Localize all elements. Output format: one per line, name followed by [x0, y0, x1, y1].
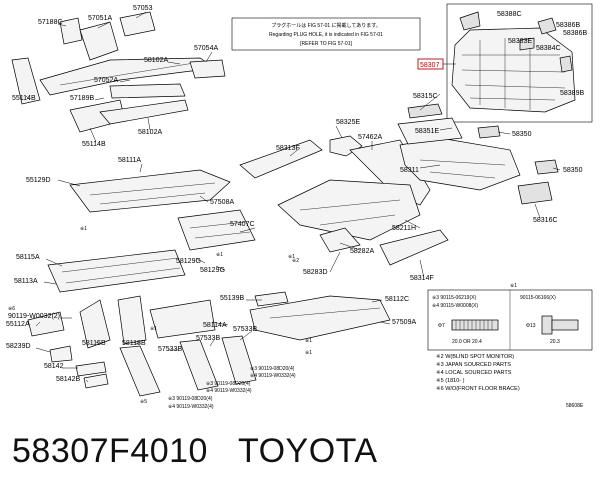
front-floor-pan-group — [27, 169, 391, 397]
label-58389B[interactable]: 58389B — [560, 90, 584, 97]
label-57407C[interactable]: 57407C — [230, 221, 255, 228]
marker-c: ※1 — [288, 254, 295, 260]
label-57509A[interactable]: 57509A — [392, 319, 416, 326]
label-57051A[interactable]: 57051A — [88, 15, 112, 22]
spec-col1: ※3 90115-06219(X) — [432, 295, 476, 301]
part-title: 58307F4010 TOYOTA — [12, 432, 378, 482]
label-58115B[interactable]: 58115B — [82, 340, 106, 347]
marker-h: ※1 — [305, 350, 312, 356]
label-58115A[interactable]: 58115A — [16, 254, 40, 261]
label-57052A[interactable]: 57052A — [94, 77, 118, 84]
label-55114B-b[interactable]: 55114B — [82, 141, 106, 148]
label-58386B-a[interactable]: 58386B — [556, 22, 580, 29]
note-2: ※3 JAPAN SOURCED PARTS — [436, 361, 511, 368]
label-58129G-a[interactable]: 58129G — [176, 258, 201, 265]
marker-i: ※1 — [510, 283, 517, 289]
spec-dim1-a: Φ7 — [438, 323, 445, 329]
note-1: ※2 W(BLIND SPOT MONITOR) — [436, 353, 514, 360]
label-58316C[interactable]: 58316C — [533, 217, 558, 224]
label-58384C[interactable]: 58384C — [536, 45, 561, 52]
label-58313F[interactable]: 58313F — [276, 145, 300, 152]
spec-col2: 90115-06166(X) — [520, 295, 556, 301]
label-57533B-c[interactable]: 57533B — [158, 346, 182, 353]
label-58311[interactable]: 58311 — [400, 167, 419, 174]
label-57189B[interactable]: 57189B — [70, 95, 94, 102]
bolt-callout-c1[interactable]: ※3 90119-08D20(4) — [168, 396, 213, 402]
label-57054A[interactable]: 57054A — [194, 45, 218, 52]
marker-j: ※2 — [292, 258, 299, 264]
label-58350-a[interactable]: 58350 — [512, 131, 532, 138]
bolt-callout-a2[interactable]: ※4 90119-W0332(4) — [250, 373, 296, 379]
notice-line3: [REFER TO FIG 57-01] — [300, 41, 352, 47]
label-58211H[interactable]: 58211H — [392, 225, 416, 232]
notice-box: プラグホールは FIG 57-01 に掲載してあります。 Regarding P… — [231, 17, 421, 51]
rear-panel-inset — [446, 3, 593, 123]
bolt-callout-b1[interactable]: ※3 90119-08D20(4) — [206, 381, 251, 387]
label-58102A-a[interactable]: 58102A — [144, 57, 168, 64]
spec-box: ※3 90115-06219(X) ※4 90115-W0008(X) 9011… — [427, 289, 593, 351]
label-58118B[interactable]: 58118B — [122, 340, 146, 347]
label-58383E[interactable]: 58383E — [508, 38, 532, 45]
label-58102A-b[interactable]: 58102A — [138, 129, 162, 136]
label-58112C[interactable]: 58112C — [385, 296, 409, 303]
label-58129G-b[interactable]: 58129G — [200, 267, 225, 274]
bolt-callout-c2[interactable]: ※4 90119-W0332(4) — [168, 404, 214, 410]
parts-diagram: プラグホールは FIG 57-01 に掲載してあります。 Regarding P… — [6, 3, 593, 410]
spec-dim2-b: 20.3 — [550, 339, 560, 345]
label-58325E[interactable]: 58325E — [336, 119, 360, 126]
label-55129D[interactable]: 55129D — [26, 177, 51, 184]
note-3: ※4 LOCAL SOURCED PARTS — [436, 369, 512, 376]
label-58114A[interactable]: 58114A — [203, 322, 227, 329]
marker-d: ※1 — [150, 326, 157, 332]
notice-line1: プラグホールは FIG 57-01 に掲載してあります。 — [271, 22, 381, 29]
label-58142B[interactable]: 58142B — [56, 376, 80, 383]
front-crossmember-group — [11, 11, 226, 133]
note-4: ※5 (1810- ) — [436, 377, 465, 384]
bolt-callout-a1[interactable]: ※3 90119-08D20(4) — [250, 366, 295, 372]
label-58388C[interactable]: 58388C — [497, 11, 522, 18]
label-55112A[interactable]: 55112A — [6, 321, 30, 328]
highlight-58307[interactable]: 58307 — [417, 58, 456, 70]
footnotes: ※2 W(BLIND SPOT MONITOR) ※3 JAPAN SOURCE… — [436, 353, 520, 392]
label-58142[interactable]: 58142 — [44, 363, 64, 370]
label-90119-W0032[interactable]: 90119-W0032(2) — [8, 313, 60, 320]
marker-b: ※1 — [216, 252, 223, 258]
label-58315C[interactable]: 58315C — [413, 93, 438, 100]
figure-code: 58608E — [566, 403, 584, 409]
label-58350-b[interactable]: 58350 — [563, 167, 583, 174]
part-number: 58307F4010 — [12, 432, 208, 470]
label-58111A[interactable]: 58111A — [118, 157, 141, 164]
diagram-svg: プラグホールは FIG 57-01 に掲載してあります。 Regarding P… — [6, 3, 593, 410]
leader-lines — [25, 11, 561, 383]
marker-a: ※1 — [80, 226, 87, 232]
label-55114B-a[interactable]: 55114B — [12, 95, 36, 102]
bolt-callout-b2[interactable]: ※4 90119-W0332(4) — [206, 388, 252, 394]
label-58113A[interactable]: 58113A — [14, 278, 38, 285]
highlight-label: 58307 — [420, 62, 440, 69]
label-58282A[interactable]: 58282A — [350, 248, 374, 255]
label-58314F[interactable]: 58314F — [410, 275, 434, 282]
brand-name: TOYOTA — [237, 432, 378, 470]
spec-dim1-b: 20.0 OR 20.4 — [452, 339, 482, 345]
marker-e: ※6 — [8, 306, 15, 312]
label-58386B-b[interactable]: 58386B — [563, 30, 587, 37]
rear-floor-group — [239, 103, 559, 266]
label-58351E[interactable]: 58351E — [415, 128, 439, 135]
notice-line2: Regarding PLUG HOLE, it is indicated in … — [269, 32, 383, 38]
label-57462A[interactable]: 57462A — [358, 134, 382, 141]
note-5: ※6 W/O(FRONT FLOOR BRACE) — [436, 385, 520, 392]
label-57533B-a[interactable]: 57533B — [233, 326, 257, 333]
spec-col1b: ※4 90115-W0008(X) — [432, 303, 478, 309]
spec-dim2-a: Φ13 — [526, 323, 536, 329]
label-58239D[interactable]: 58239D — [6, 343, 31, 350]
label-58283D[interactable]: 58283D — [303, 269, 328, 276]
label-57508A[interactable]: 57508A — [210, 199, 234, 206]
marker-g: ※1 — [305, 338, 312, 344]
label-57053[interactable]: 57053 — [133, 5, 153, 12]
label-55139B[interactable]: 55139B — [220, 295, 244, 302]
marker-f: ※5 — [140, 399, 147, 405]
label-57188C[interactable]: 57188C — [38, 19, 63, 26]
label-57533B-b[interactable]: 57533B — [196, 335, 220, 342]
